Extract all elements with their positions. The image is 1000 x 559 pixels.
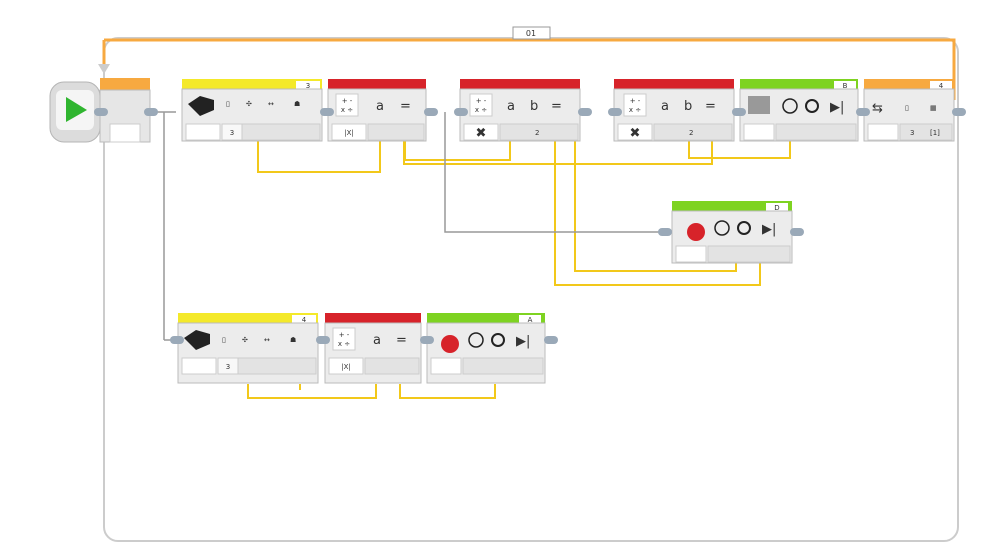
sensor-port: 3: [306, 82, 310, 90]
brake-icon: ▶|: [830, 100, 844, 115]
play-icon: [66, 97, 87, 122]
input: 3: [910, 129, 914, 137]
math-abs-block-row3[interactable]: + - x ÷ a = |X|: [324, 313, 422, 384]
svg-text:x ÷: x ÷: [629, 106, 641, 114]
eq: =: [396, 333, 407, 348]
beacon-icon: ✣: [246, 100, 252, 108]
start-block[interactable]: [49, 81, 101, 143]
svg-text:+ -: + -: [339, 331, 350, 339]
math-multiply-block-1[interactable]: + - x ÷ a b = ✖ 2: [459, 79, 581, 142]
math-icon: [469, 93, 493, 117]
motor-port: A: [528, 316, 533, 324]
sensor-port: 4: [302, 316, 307, 324]
motor-mode-selector[interactable]: [430, 357, 462, 375]
ir-sensor-icon: [184, 330, 210, 350]
math-icon: [623, 93, 647, 117]
motor-port: B: [843, 82, 848, 90]
sensor-block-row3[interactable]: 4 ▯ ✣ ↔ ☗ 3: [177, 313, 319, 384]
motor-block-a[interactable]: A ▶|: [426, 313, 546, 384]
math-multiply-block-2[interactable]: + - x ÷ a b = ✖ 2: [613, 79, 735, 142]
power-icon: [714, 220, 730, 236]
svg-text:+ -: + -: [476, 97, 487, 105]
motor-mode-selector[interactable]: [743, 123, 775, 141]
sensor-input: 3: [230, 129, 234, 137]
loop-label: 01: [526, 29, 536, 38]
math-icon: [335, 93, 359, 117]
sequence-connectors: [94, 108, 966, 344]
brake-icon: ▶|: [762, 222, 776, 237]
sensor-block-row1[interactable]: 3 ▯ ✣ ↔ ☗ 3: [181, 79, 323, 142]
mode-selector[interactable]: [185, 123, 221, 141]
eq: =: [551, 99, 562, 114]
rotation-icon: [805, 99, 819, 113]
brake-icon: ▶|: [516, 334, 530, 349]
input-b: 2: [689, 129, 693, 137]
loop-interrupt-block[interactable]: 4 ⇆ ▯ ▦ 3 [1]: [863, 79, 955, 142]
medium-motor-icon: [441, 335, 459, 353]
svg-text:+ -: + -: [630, 97, 641, 105]
svg-text:x ÷: x ÷: [475, 106, 487, 114]
motor-block-b[interactable]: B ▶|: [739, 79, 859, 142]
motor-mode-selector[interactable]: [675, 245, 707, 263]
rotation-icon: [491, 333, 505, 347]
var-a: a: [376, 99, 384, 114]
svg-text:+ -: + -: [342, 97, 353, 105]
loop-start-header: [99, 78, 151, 143]
ir-sensor-icon: [188, 96, 214, 116]
power-icon: [782, 98, 798, 114]
proximity-icon: ☗: [294, 100, 300, 108]
motor-block-d[interactable]: D ▶|: [671, 201, 793, 264]
multiply-icon: ✖: [630, 126, 641, 141]
proximity-icon: ☗: [290, 336, 296, 344]
var-a: a: [373, 333, 381, 348]
svg-text:x ÷: x ÷: [338, 340, 350, 348]
var-b: b: [530, 99, 538, 114]
switch-icon: ⇆: [872, 101, 883, 116]
motor-port: D: [774, 204, 779, 212]
eq: =: [400, 99, 411, 114]
distance-icon: ↔: [264, 336, 270, 344]
data-wires: [247, 140, 791, 399]
math-icon: [332, 327, 356, 351]
var-a: a: [661, 99, 669, 114]
input-b: 2: [535, 129, 539, 137]
var-a: a: [507, 99, 515, 114]
var-b: b: [684, 99, 692, 114]
medium-motor-icon: [687, 223, 705, 241]
port: 4: [939, 82, 944, 90]
multiply-icon: ✖: [476, 126, 487, 141]
grid-icon: ▦: [930, 104, 937, 112]
abs-mode: |X|: [341, 363, 351, 371]
large-motor-icon: [748, 96, 770, 114]
mode-selector[interactable]: [181, 357, 217, 375]
svg-text:x ÷: x ÷: [341, 106, 353, 114]
sensor-input: 3: [226, 363, 230, 371]
rotation-icon: [737, 221, 751, 235]
distance-icon: ↔: [268, 100, 274, 108]
eq: =: [705, 99, 716, 114]
power-icon: [468, 332, 484, 348]
abs-mode: |X|: [344, 129, 354, 137]
sensor-mode-icon: ▯: [905, 104, 909, 112]
math-abs-block-row1[interactable]: + - x ÷ a = |X|: [327, 79, 427, 142]
sensor-mode-icon: ▯: [222, 336, 226, 344]
sensor-mode-icon: ▯: [226, 100, 230, 108]
output: [1]: [930, 129, 940, 137]
beacon-icon: ✣: [242, 336, 248, 344]
